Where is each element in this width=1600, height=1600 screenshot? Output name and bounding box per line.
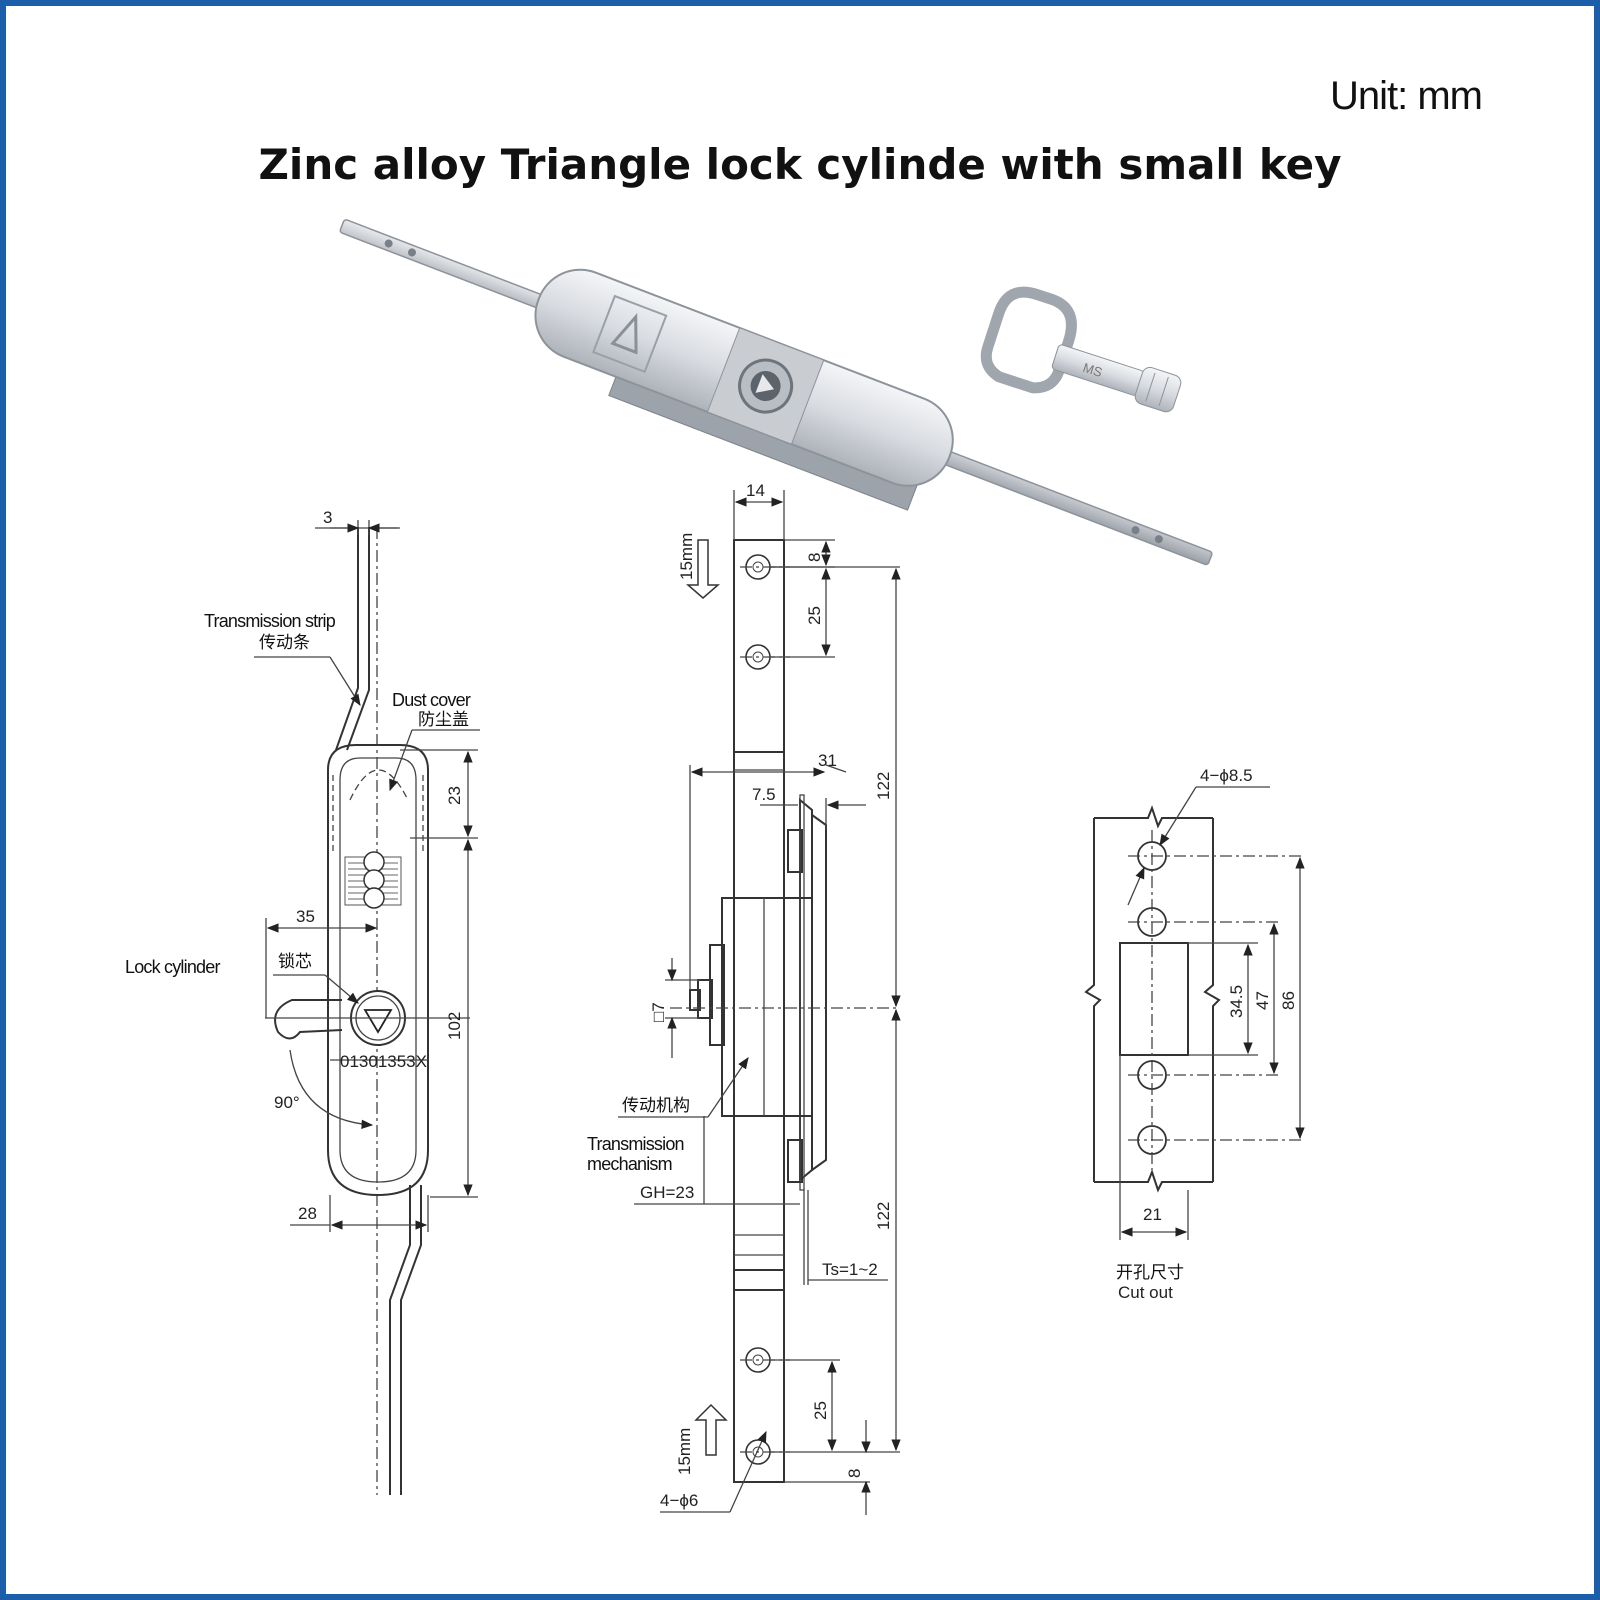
transmission-strip-label-cn: 传动条 xyxy=(259,633,310,653)
lock-cylinder-label-cn: 锁芯 xyxy=(278,952,312,972)
cutout-label: Cut out xyxy=(1118,1283,1173,1302)
travel-bottom: 15mm xyxy=(675,1428,694,1475)
mount-holes: 4−ϕ6 xyxy=(660,1491,698,1510)
dim-31: 31 xyxy=(818,751,837,770)
dim-47: 47 xyxy=(1253,991,1272,1010)
key-photo: MS xyxy=(980,286,1182,413)
serial-number: 01301353X xyxy=(340,1052,427,1071)
dim-122-bottom: 122 xyxy=(874,1202,893,1230)
dust-cover-label: Dust cover xyxy=(392,690,471,710)
panel-thickness: Ts=1~2 xyxy=(822,1260,878,1279)
dust-cover-label-cn: 防尘盖 xyxy=(418,710,469,730)
unit-label: Unit: mm xyxy=(1330,74,1483,118)
dim-34-5: 34.5 xyxy=(1227,985,1246,1018)
dim-21: 21 xyxy=(1143,1205,1162,1224)
diagram-title: Zinc alloy Triangle lock cylinde with sm… xyxy=(258,140,1342,189)
dim-strip-width: 3 xyxy=(323,508,332,527)
dim-28: 28 xyxy=(298,1204,317,1223)
lock-photo xyxy=(339,219,1213,566)
side-view: 14 15mm 8 25 122 122 31 7.5 □7 xyxy=(587,481,901,1515)
dim-dust-cover-height: 23 xyxy=(445,786,464,805)
dim-8-top: 8 xyxy=(805,553,824,562)
dim-86: 86 xyxy=(1279,991,1298,1010)
dim-7-5: 7.5 xyxy=(752,785,776,804)
transmission-mechanism-label-cn: 传动机构 xyxy=(622,1096,690,1116)
dim-body-height: 102 xyxy=(445,1012,464,1040)
dim-14: 14 xyxy=(746,481,765,500)
dim-25-bottom: 25 xyxy=(811,1401,830,1420)
cutout-holes: 4−ϕ8.5 xyxy=(1200,766,1253,785)
key-mark: MS xyxy=(1081,360,1104,380)
dim-122-top: 122 xyxy=(874,772,893,800)
transmission-strip-label: Transmission strip xyxy=(204,611,336,631)
travel-top: 15mm xyxy=(677,533,696,580)
lock-cylinder-label: Lock cylinder xyxy=(125,957,220,977)
dim-25-top: 25 xyxy=(805,606,824,625)
transmission-mechanism-label-2: mechanism xyxy=(587,1154,672,1174)
gh-dimension: GH=23 xyxy=(640,1183,694,1202)
angle-label: 90° xyxy=(274,1093,300,1112)
dim-35: 35 xyxy=(296,907,315,926)
square-drive-size: □7 xyxy=(649,1002,668,1022)
cutout-view: 4−ϕ8.5 34.5 47 86 21 开孔尺寸 Cut out xyxy=(1084,766,1305,1302)
front-view: 01301353X 90° Transmission strip 传动条 Dus… xyxy=(125,508,480,1495)
transmission-mechanism-label-1: Transmission xyxy=(587,1134,684,1154)
dim-8-bottom: 8 xyxy=(845,1469,864,1478)
cutout-label-cn: 开孔尺寸 xyxy=(1116,1263,1184,1283)
